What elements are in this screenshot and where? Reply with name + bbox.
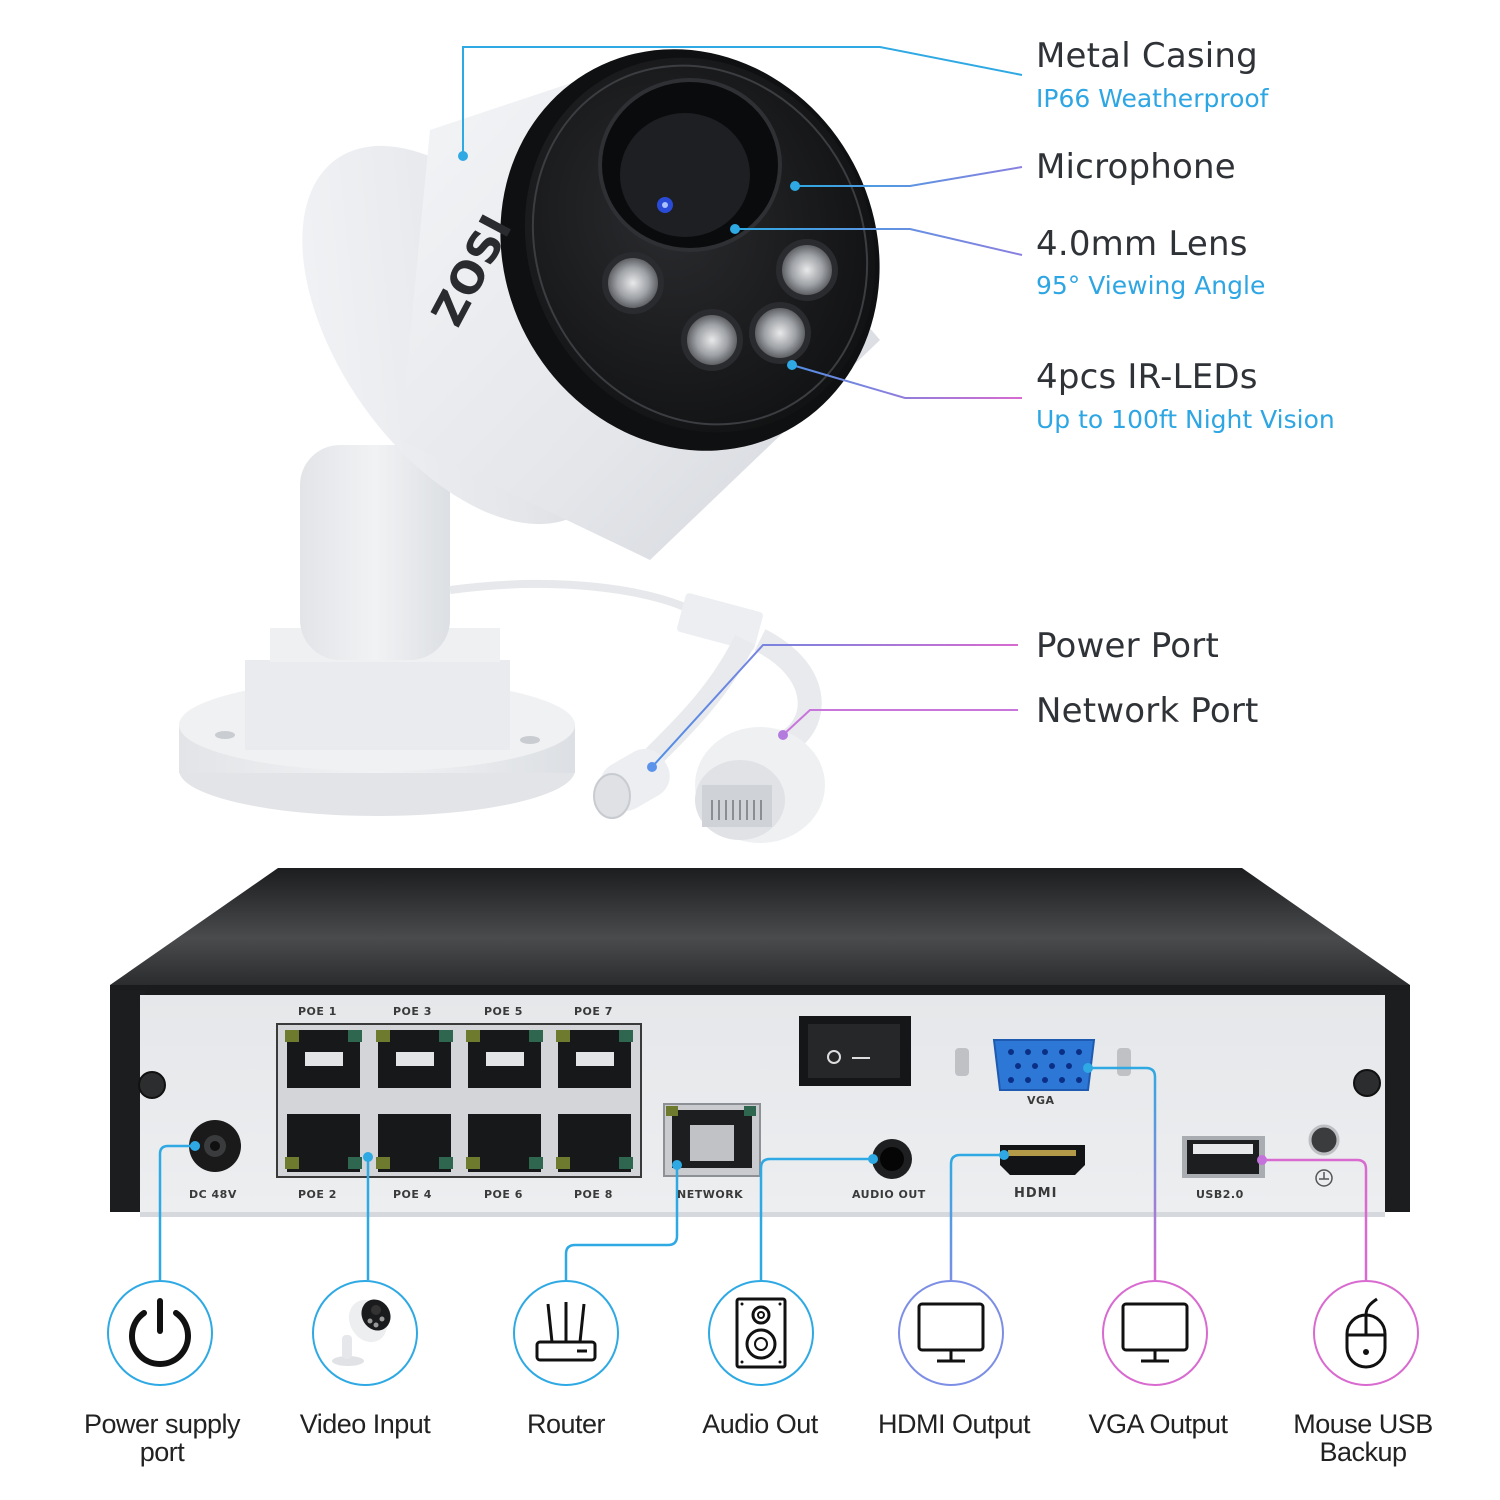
feature-title-ir-leds: 4pcs IR-LEDs bbox=[1036, 357, 1258, 397]
camera-callout-lines bbox=[462, 46, 1023, 768]
connection-label-video-input: Video Input bbox=[299, 1409, 431, 1439]
dc-power-jack bbox=[189, 1120, 241, 1172]
mouse-icon bbox=[1345, 1297, 1387, 1369]
port-label-poe6: POE 6 bbox=[484, 1188, 523, 1201]
feature-subtitle-night-vision: Up to 100ft Night Vision bbox=[1036, 405, 1335, 434]
usb-port bbox=[1182, 1136, 1265, 1178]
port-label-network: NETWORK bbox=[677, 1188, 744, 1201]
port-label-poe8: POE 8 bbox=[574, 1188, 613, 1201]
video-input-circle bbox=[312, 1280, 418, 1386]
port-label-poe3: POE 3 bbox=[393, 1005, 432, 1018]
nvr-connection-dots bbox=[190, 1063, 1267, 1170]
hdmi-output-circle bbox=[898, 1280, 1004, 1386]
feature-subtitle-viewing-angle: 95° Viewing Angle bbox=[1036, 271, 1266, 300]
mount-base bbox=[179, 445, 575, 816]
port-label-poe1: POE 1 bbox=[298, 1005, 337, 1018]
feature-title-microphone: Microphone bbox=[1036, 147, 1236, 187]
ground-icon bbox=[1315, 1169, 1333, 1187]
connection-label-vga-output: VGA Output bbox=[1088, 1409, 1228, 1439]
camera-callout-dots bbox=[458, 151, 800, 772]
port-label-dc: DC 48V bbox=[189, 1188, 237, 1201]
network-port bbox=[663, 1103, 761, 1177]
port-label-poe5: POE 5 bbox=[484, 1005, 523, 1018]
router-icon bbox=[535, 1302, 597, 1362]
vga-output-circle bbox=[1102, 1280, 1208, 1386]
port-label-vga: VGA bbox=[1027, 1094, 1055, 1107]
connection-label-mouse-usb: Mouse USB Backup bbox=[1293, 1409, 1433, 1467]
poe-port-block bbox=[276, 1023, 642, 1178]
camera-icon bbox=[332, 1299, 391, 1366]
feature-subtitle-weatherproof: IP66 Weatherproof bbox=[1036, 84, 1269, 113]
audio-out-circle bbox=[708, 1280, 814, 1386]
connection-label-router: Router bbox=[526, 1409, 606, 1439]
camera-body: ZOSI bbox=[302, 49, 880, 560]
monitor-icon bbox=[1121, 1302, 1189, 1363]
power-icon bbox=[129, 1298, 191, 1367]
port-label-hdmi: HDMI bbox=[1014, 1186, 1058, 1201]
router-circle bbox=[513, 1280, 619, 1386]
port-label-usb: USB2.0 bbox=[1196, 1188, 1244, 1201]
ir-leds bbox=[602, 239, 838, 371]
connection-label-hdmi-output: HDMI Output bbox=[877, 1409, 1031, 1439]
vga-port bbox=[955, 1039, 1131, 1091]
speaker-icon bbox=[735, 1297, 787, 1369]
power-switch bbox=[799, 1016, 911, 1086]
feature-title-metal-casing: Metal Casing bbox=[1036, 36, 1258, 76]
hdmi-port bbox=[1000, 1145, 1085, 1175]
nvr-top-cover bbox=[110, 868, 1410, 985]
mouse-usb-circle bbox=[1313, 1280, 1419, 1386]
connection-label-audio-out: Audio Out bbox=[702, 1409, 818, 1439]
monitor-icon bbox=[917, 1302, 985, 1363]
port-label-audio-out: AUDIO OUT bbox=[852, 1188, 926, 1201]
port-label-poe4: POE 4 bbox=[393, 1188, 432, 1201]
connection-label-power-supply: Power supply port bbox=[83, 1409, 241, 1467]
audio-out-jack bbox=[872, 1139, 912, 1179]
cable-splitter bbox=[593, 593, 825, 843]
feature-title-lens: 4.0mm Lens bbox=[1036, 224, 1248, 264]
camera-illustration: ZOSI bbox=[179, 46, 1023, 843]
nvr-connection-lines bbox=[158, 1066, 1368, 1280]
power-supply-circle bbox=[107, 1280, 213, 1386]
feature-title-power-port: Power Port bbox=[1036, 626, 1220, 666]
port-label-poe7: POE 7 bbox=[574, 1005, 613, 1018]
port-label-poe2: POE 2 bbox=[298, 1188, 337, 1201]
feature-title-network-port: Network Port bbox=[1036, 691, 1259, 731]
